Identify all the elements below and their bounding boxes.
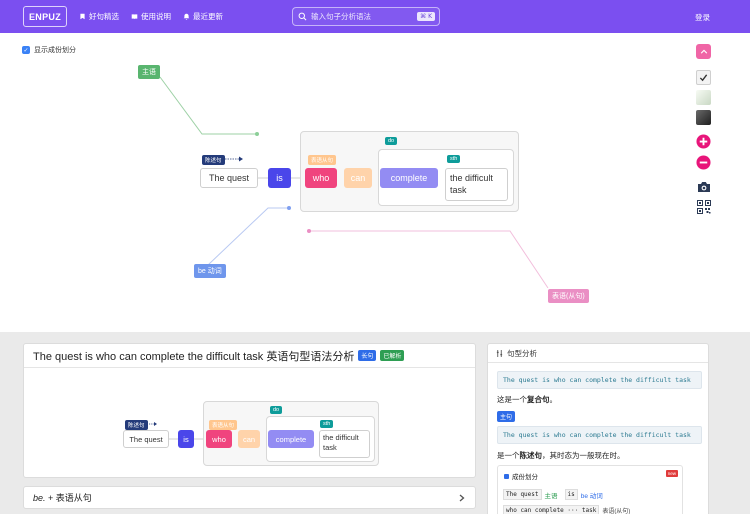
book-icon (131, 14, 138, 20)
row1-label: 主语 (544, 492, 558, 500)
analysis-section: The quest is who can complete the diffic… (0, 332, 750, 514)
toggle-label: 显示成份划分 (34, 47, 76, 54)
top-navbar: ENPUZ 好句精选 使用说明 最近更新 ⌘ K 登录 (0, 0, 750, 33)
page-title: The quest is who can complete the diffic… (33, 350, 355, 363)
compound-line: 这是一个复合句。 (497, 394, 557, 405)
theme-check-button[interactable] (696, 70, 711, 85)
predicative-callout: 表语(从句) (548, 289, 589, 303)
mini-clause-tag: 表语从句 (209, 420, 238, 430)
nav-item-label: 好句精选 (89, 12, 120, 21)
word-subject[interactable]: The quest (200, 168, 258, 188)
checkbox-checked-icon[interactable]: ✓ (22, 46, 30, 54)
nav-item-updates[interactable]: 最近更新 (183, 11, 223, 22)
mini-word-object[interactable]: the difficult task (319, 430, 370, 458)
parts-row-1: The quest 主语 is be 动词 (503, 489, 603, 500)
line1-bold: 复合句 (527, 395, 550, 404)
subject-callout: 主语 (138, 65, 160, 79)
tag-do: do (385, 137, 398, 145)
nav-item-guide[interactable]: 使用说明 (131, 11, 171, 22)
new-badge: new (665, 470, 678, 477)
qrcode-icon (696, 199, 711, 214)
accordion-label: + 表语从句 (45, 493, 92, 503)
line2-prefix: 是一个 (497, 451, 520, 460)
screenshot-button[interactable] (696, 179, 711, 194)
mini-tag-do: do (270, 406, 283, 414)
search-icon (298, 12, 307, 21)
sentence-code-1: The quest is who can complete the diffic… (497, 371, 702, 389)
sliders-icon (496, 349, 503, 357)
row2-label: 表语(从句) (602, 509, 631, 514)
tag-sth: sth (447, 155, 461, 163)
nav-item-featured[interactable]: 好句精选 (79, 11, 119, 22)
search-input[interactable] (311, 12, 416, 21)
side-card-header: 句型分析 (488, 344, 708, 363)
brand-logo[interactable]: ENPUZ (23, 6, 68, 27)
search-shortcut-badge: ⌘ K (417, 12, 435, 21)
clause-type-tag: 表语从句 (308, 155, 337, 165)
nav-item-label: 最近更新 (193, 12, 224, 21)
word-complete[interactable]: complete (380, 168, 438, 188)
be-verb-callout: be 动词 (194, 264, 226, 278)
parts-row-2: who can complete ··· task 表语(从句) (503, 505, 630, 514)
qrcode-button[interactable] (696, 199, 711, 214)
sentence-pattern-card: 句型分析 The quest is who can complete the d… (487, 343, 709, 514)
camera-icon (697, 181, 710, 192)
badge-long-sentence: 长句 (358, 350, 377, 361)
mini-word-verb[interactable]: is (178, 430, 194, 448)
chevron-right-icon (459, 494, 465, 502)
accordion-label-em: be. (33, 492, 46, 503)
mini-word-can[interactable]: can (238, 430, 260, 448)
declarative-line: 是一个陈述句，其时态为一般现在时。 (497, 450, 625, 461)
mini-tag-sth: sth (320, 420, 334, 428)
row1-verb-label: be 动词 (580, 492, 603, 500)
check-swatch-icon (699, 74, 708, 82)
line1-prefix: 这是一个 (497, 395, 527, 404)
mini-word-complete[interactable]: complete (268, 430, 314, 448)
row1-words: The quest (503, 489, 542, 500)
scroll-up-button[interactable] (696, 44, 711, 59)
line2-bold: 陈述句 (519, 451, 543, 460)
mini-word-subject[interactable]: The quest (123, 430, 169, 448)
zoom-out-icon (696, 155, 711, 170)
zoom-in-button[interactable] (696, 134, 711, 149)
accordion-structure[interactable]: be. + 表语从句 (23, 486, 476, 509)
main-analysis-card: The quest is who can complete the diffic… (23, 343, 476, 478)
bell-icon (183, 13, 190, 20)
mini-word-who[interactable]: who (206, 430, 232, 448)
parts-icon (504, 473, 509, 479)
nav-item-label: 使用说明 (141, 12, 172, 21)
login-link[interactable]: 登录 (695, 13, 710, 22)
parts-header: 成份划分 (498, 466, 682, 486)
word-who[interactable]: who (305, 168, 337, 188)
line1-suffix: 。 (549, 395, 558, 404)
parts-title: 成份划分 (512, 474, 538, 481)
theme-dark-button[interactable] (696, 110, 711, 125)
side-card-title: 句型分析 (507, 348, 537, 358)
card-header: The quest is who can complete the diffic… (24, 344, 475, 368)
row2-words: who can complete ··· task (503, 505, 600, 514)
word-verb[interactable]: is (268, 168, 291, 188)
line2-suffix: ，其时态为一般现在时。 (542, 451, 625, 460)
sentence-type-tag: 陈述句 (202, 155, 225, 165)
badge-solved: 已解析 (380, 350, 405, 361)
mini-sentence-type-tag: 陈述句 (125, 420, 148, 430)
arrow-up-icon (700, 49, 707, 54)
word-can[interactable]: can (344, 168, 372, 188)
main-clause-tag: 主句 (497, 411, 516, 422)
zoom-in-icon (696, 134, 711, 149)
show-parts-toggle[interactable]: ✓ 显示成份划分 (22, 45, 76, 55)
parts-division-panel: 成份划分 new The quest 主语 is be 动词 who can c… (497, 465, 683, 514)
bookmark-icon (80, 13, 85, 20)
diagram-canvas: ✓ 显示成份划分 主语 be 动词 表语(从句) 陈述句 The quest i… (0, 33, 750, 332)
theme-light-button[interactable] (696, 90, 711, 105)
sentence-code-2: The quest is who can complete the diffic… (497, 426, 702, 444)
row1-verb: is (564, 489, 578, 500)
zoom-out-button[interactable] (696, 155, 711, 170)
word-object[interactable]: the difficult task (445, 168, 508, 201)
search-box[interactable]: ⌘ K (292, 7, 440, 26)
